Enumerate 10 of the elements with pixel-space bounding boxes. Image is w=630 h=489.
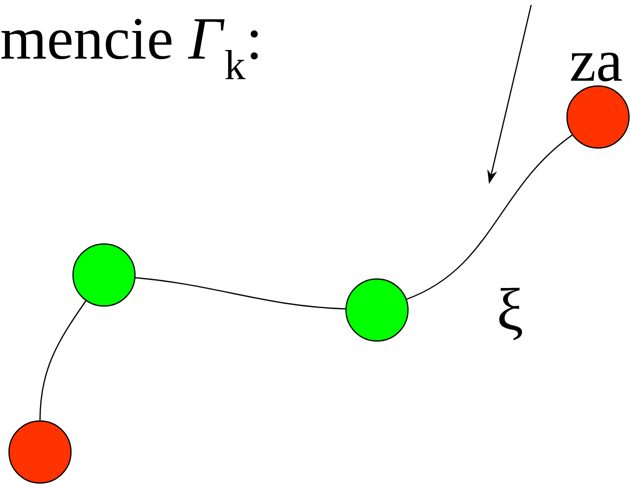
text-label: mencie Γ$_{k}$: bbox=[1, 18, 258, 80]
text-label: ξ bbox=[499, 288, 522, 340]
curve bbox=[406, 134, 572, 300]
circle-dot bbox=[345, 278, 409, 342]
circle-dot bbox=[72, 243, 136, 307]
circle-dot bbox=[8, 420, 72, 484]
circle-dot bbox=[566, 85, 630, 149]
curve bbox=[39, 300, 86, 420]
curve bbox=[135, 277, 346, 310]
text-label: za bbox=[570, 52, 622, 82]
